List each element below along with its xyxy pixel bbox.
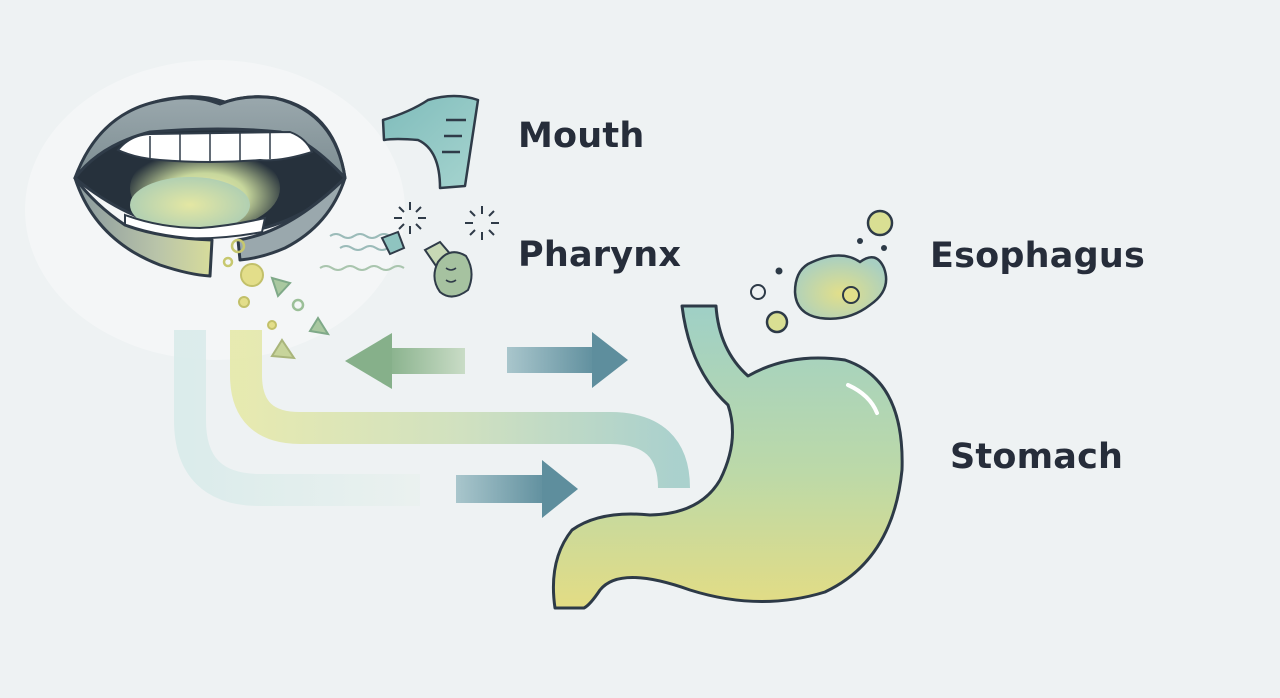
label-esophagus: Esophagus (930, 236, 1145, 276)
chewing-sparks (319, 202, 499, 271)
label-mouth: Mouth (518, 116, 645, 156)
left-arrow (345, 333, 465, 389)
stomach-icon (551, 304, 904, 610)
pathway-band-faint (174, 330, 420, 506)
label-pharynx: Pharynx (518, 235, 682, 275)
food-particles (222, 238, 331, 360)
right-arrow-lower (456, 460, 578, 518)
label-stomach: Stomach (950, 437, 1124, 477)
open-mouth-icon (73, 95, 347, 278)
pharynx-icon (381, 94, 480, 190)
right-arrow-upper (507, 332, 628, 388)
pathway-band-main (230, 330, 690, 489)
bolus-blob-icon (750, 209, 894, 334)
food-fragments (380, 230, 473, 298)
